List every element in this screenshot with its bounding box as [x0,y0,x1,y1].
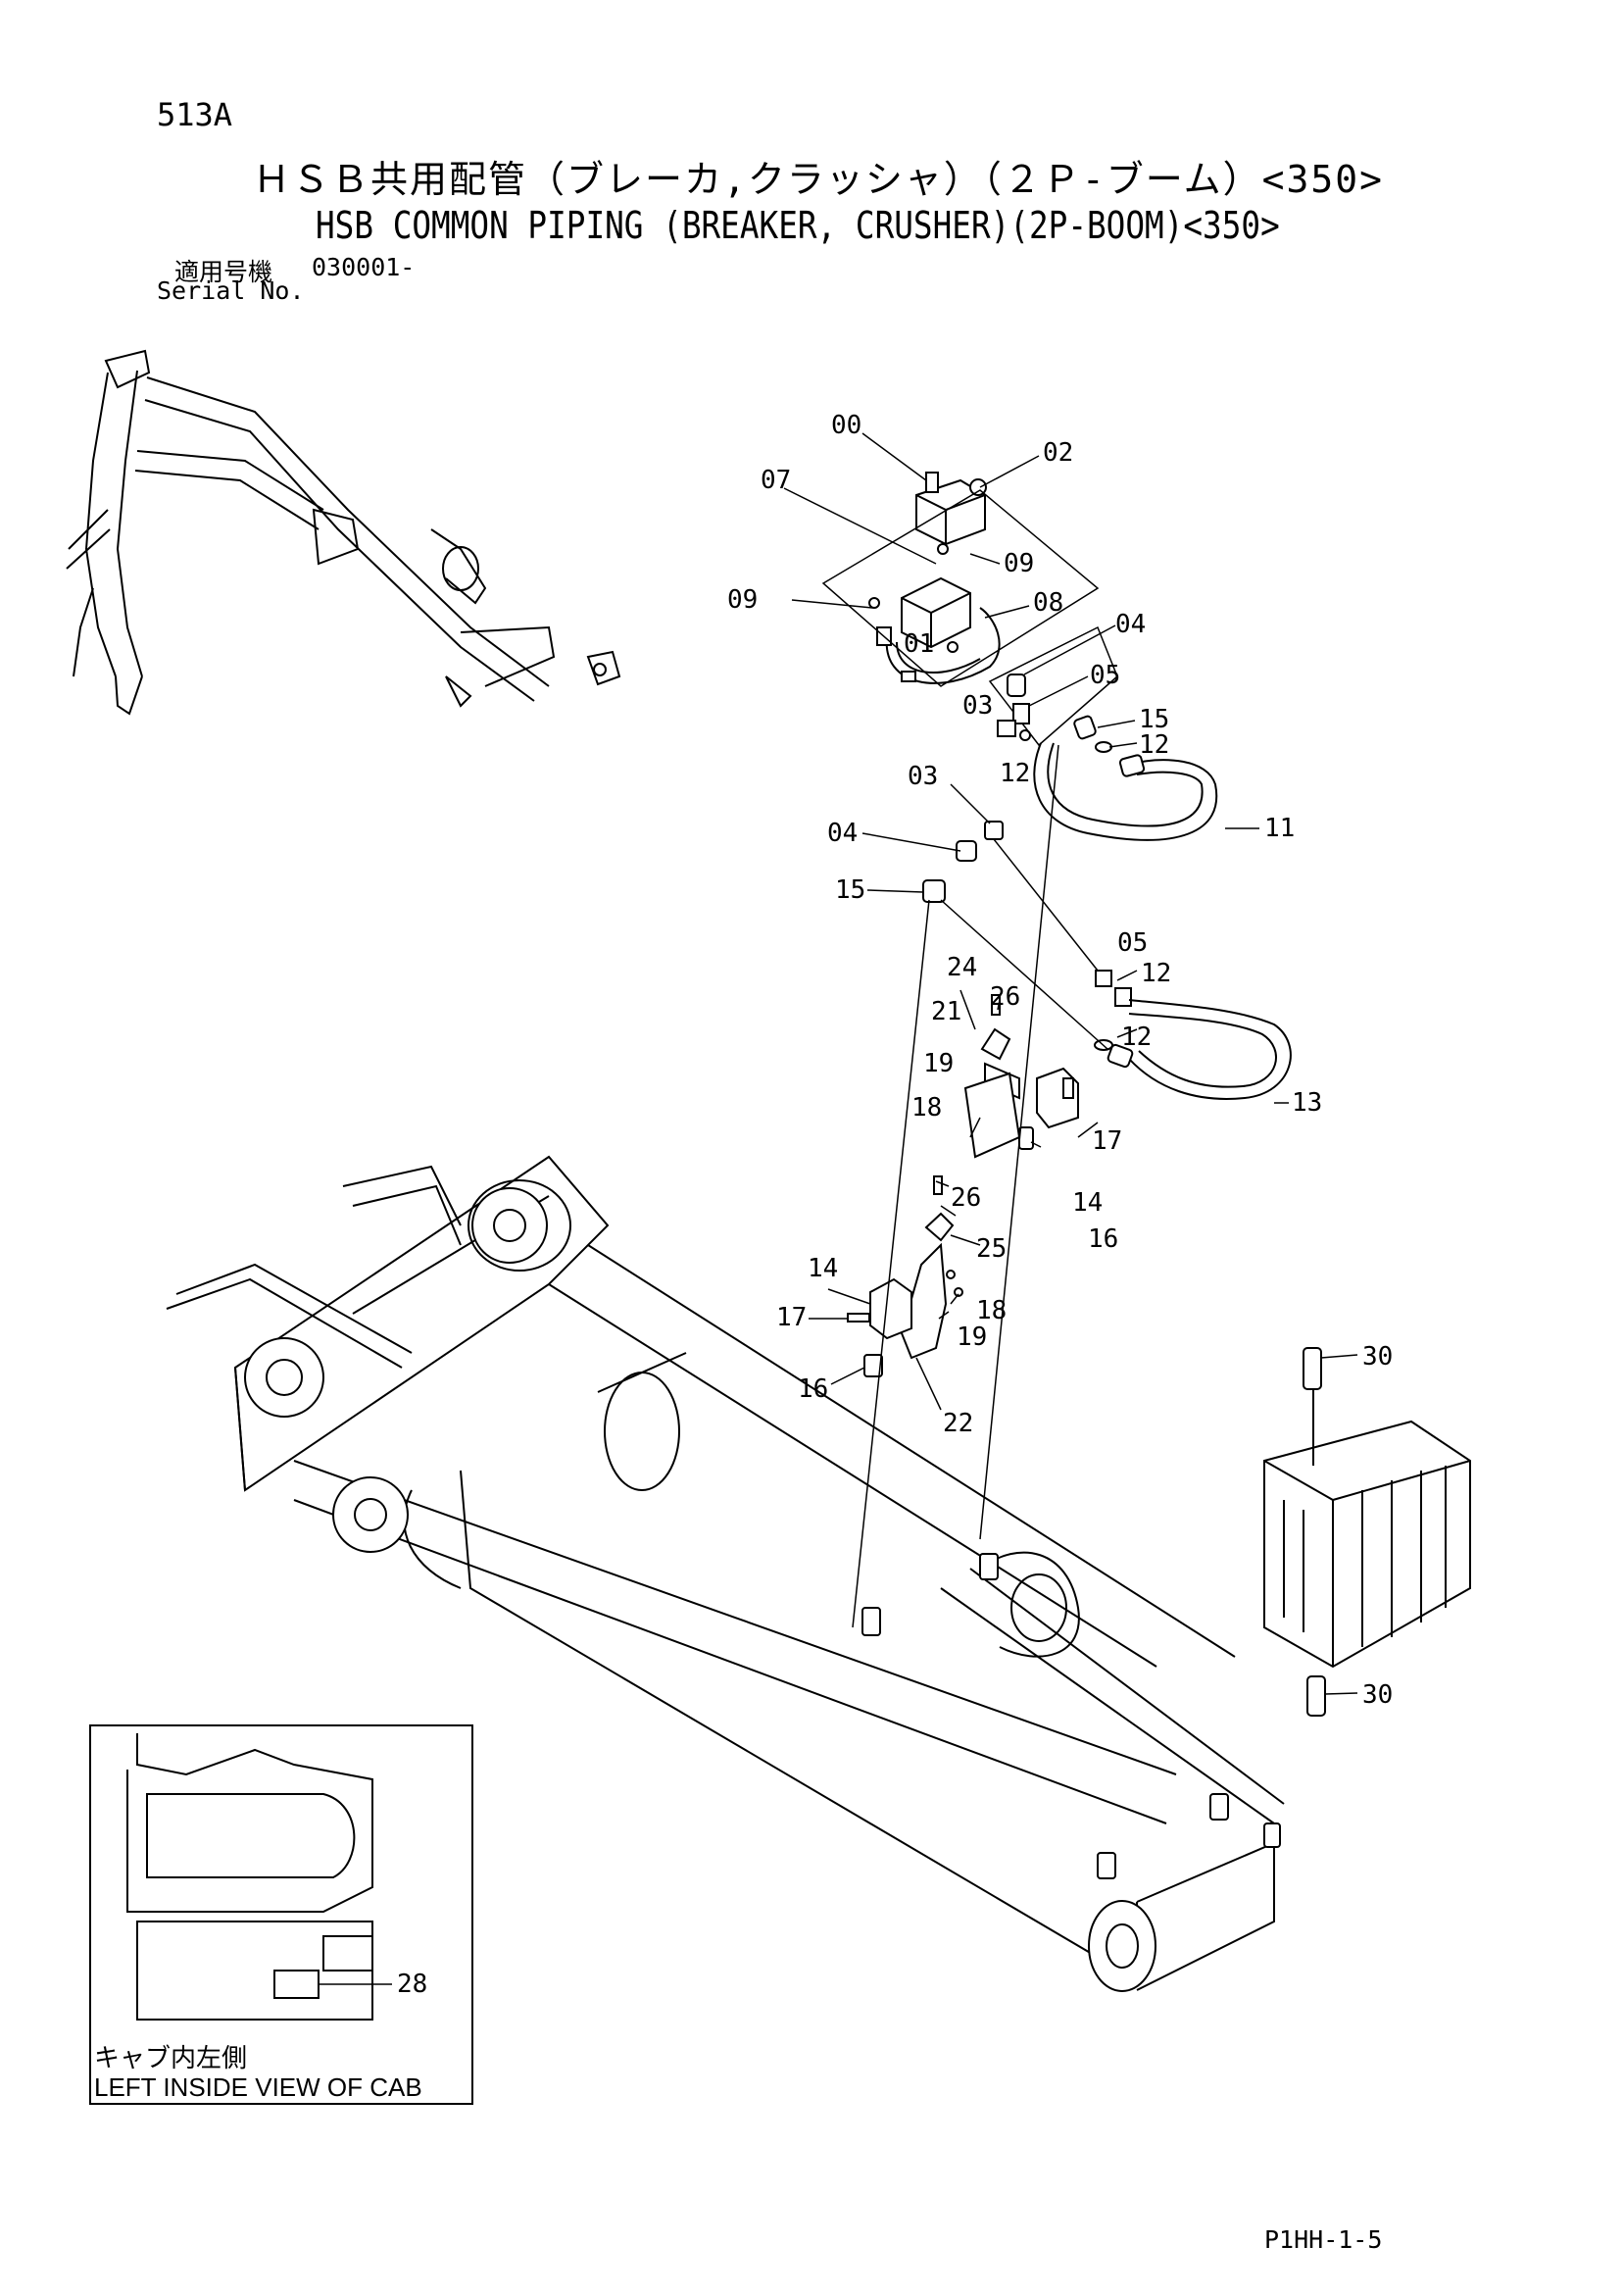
callout-19-lower: 19 [957,1323,987,1352]
callout-21: 21 [931,997,961,1026]
callout-16-lower: 16 [798,1374,828,1404]
callout-14-lower: 14 [808,1254,838,1283]
callout-18-lower: 18 [976,1296,1007,1325]
callout-09-left: 09 [727,585,758,615]
callout-17-upper: 17 [1092,1126,1122,1156]
callout-30-upper: 30 [1362,1342,1393,1372]
part-callouts: 00 02 07 09 09 08 01 04 05 03 15 12 12 1… [727,411,1393,1710]
footer-page-code: P1HH-1-5 [1264,2225,1383,2254]
callout-07: 07 [761,466,791,495]
selector-valve-assembly [821,472,1100,687]
front-attachment-sketch [66,349,621,716]
callout-12-upper-right: 12 [1139,730,1169,760]
cab-inset: 28 キャブ内左側 LEFT INSIDE VIEW OF CAB [89,1724,473,2105]
boom-assembly [166,1155,1285,1992]
page-title-english: HSB COMMON PIPING (BREAKER, CRUSHER)(2P-… [316,204,1280,247]
callout-04-lower: 04 [827,819,858,848]
callout-24: 24 [947,953,977,982]
control-valve [1263,1347,1471,1717]
callout-12-upper-left: 12 [1000,759,1030,788]
leader-lines [783,432,1358,1695]
callout-11: 11 [1264,814,1295,843]
serial-number-value: 030001- [312,253,416,281]
page-title-japanese: ＨＳＢ共用配管（ブレーカ,クラッシャ）（２Ｐ-ブーム）<350> [253,158,1385,201]
callout-26-lower: 26 [951,1183,981,1213]
inset-part-number: 28 [397,1970,427,1999]
callout-26-upper: 26 [990,982,1020,1012]
callout-15-upper: 15 [1139,705,1169,734]
callout-08: 08 [1033,588,1063,618]
hose-fittings-upper [922,625,1292,1100]
callout-03-lower: 03 [908,762,938,791]
inset-caption-english: LEFT INSIDE VIEW OF CAB [94,2072,422,2102]
callout-02: 02 [1043,438,1073,468]
callout-18-upper: 18 [911,1093,942,1123]
callout-14-upper: 14 [1072,1188,1103,1218]
callout-03-upper: 03 [962,691,993,721]
clamp-brackets [847,744,1079,1628]
serial-label-japanese: 適用号機 [174,258,273,286]
callout-04-upper: 04 [1115,610,1146,639]
callout-17-lower: 17 [776,1303,807,1332]
inset-caption-japanese: キャブ内左側 [94,2044,247,2073]
callout-05-lower: 05 [1117,928,1148,958]
callout-16-upper: 16 [1088,1224,1118,1254]
callout-30-lower: 30 [1362,1680,1393,1710]
callout-15-lower: 15 [835,875,865,905]
callout-25: 25 [976,1234,1007,1264]
callout-12-lower: 12 [1121,1023,1152,1052]
callout-13: 13 [1292,1088,1322,1118]
page-code: 513A [157,96,233,133]
callout-00: 00 [831,411,861,440]
callout-22: 22 [943,1409,973,1438]
callout-01: 01 [904,629,934,659]
callout-05-upper: 05 [1090,661,1120,690]
callout-12-mid: 12 [1141,959,1171,988]
callout-19-upper: 19 [923,1049,954,1078]
serial-label-english: Serial No. [157,276,305,305]
callout-09-right: 09 [1004,549,1034,578]
